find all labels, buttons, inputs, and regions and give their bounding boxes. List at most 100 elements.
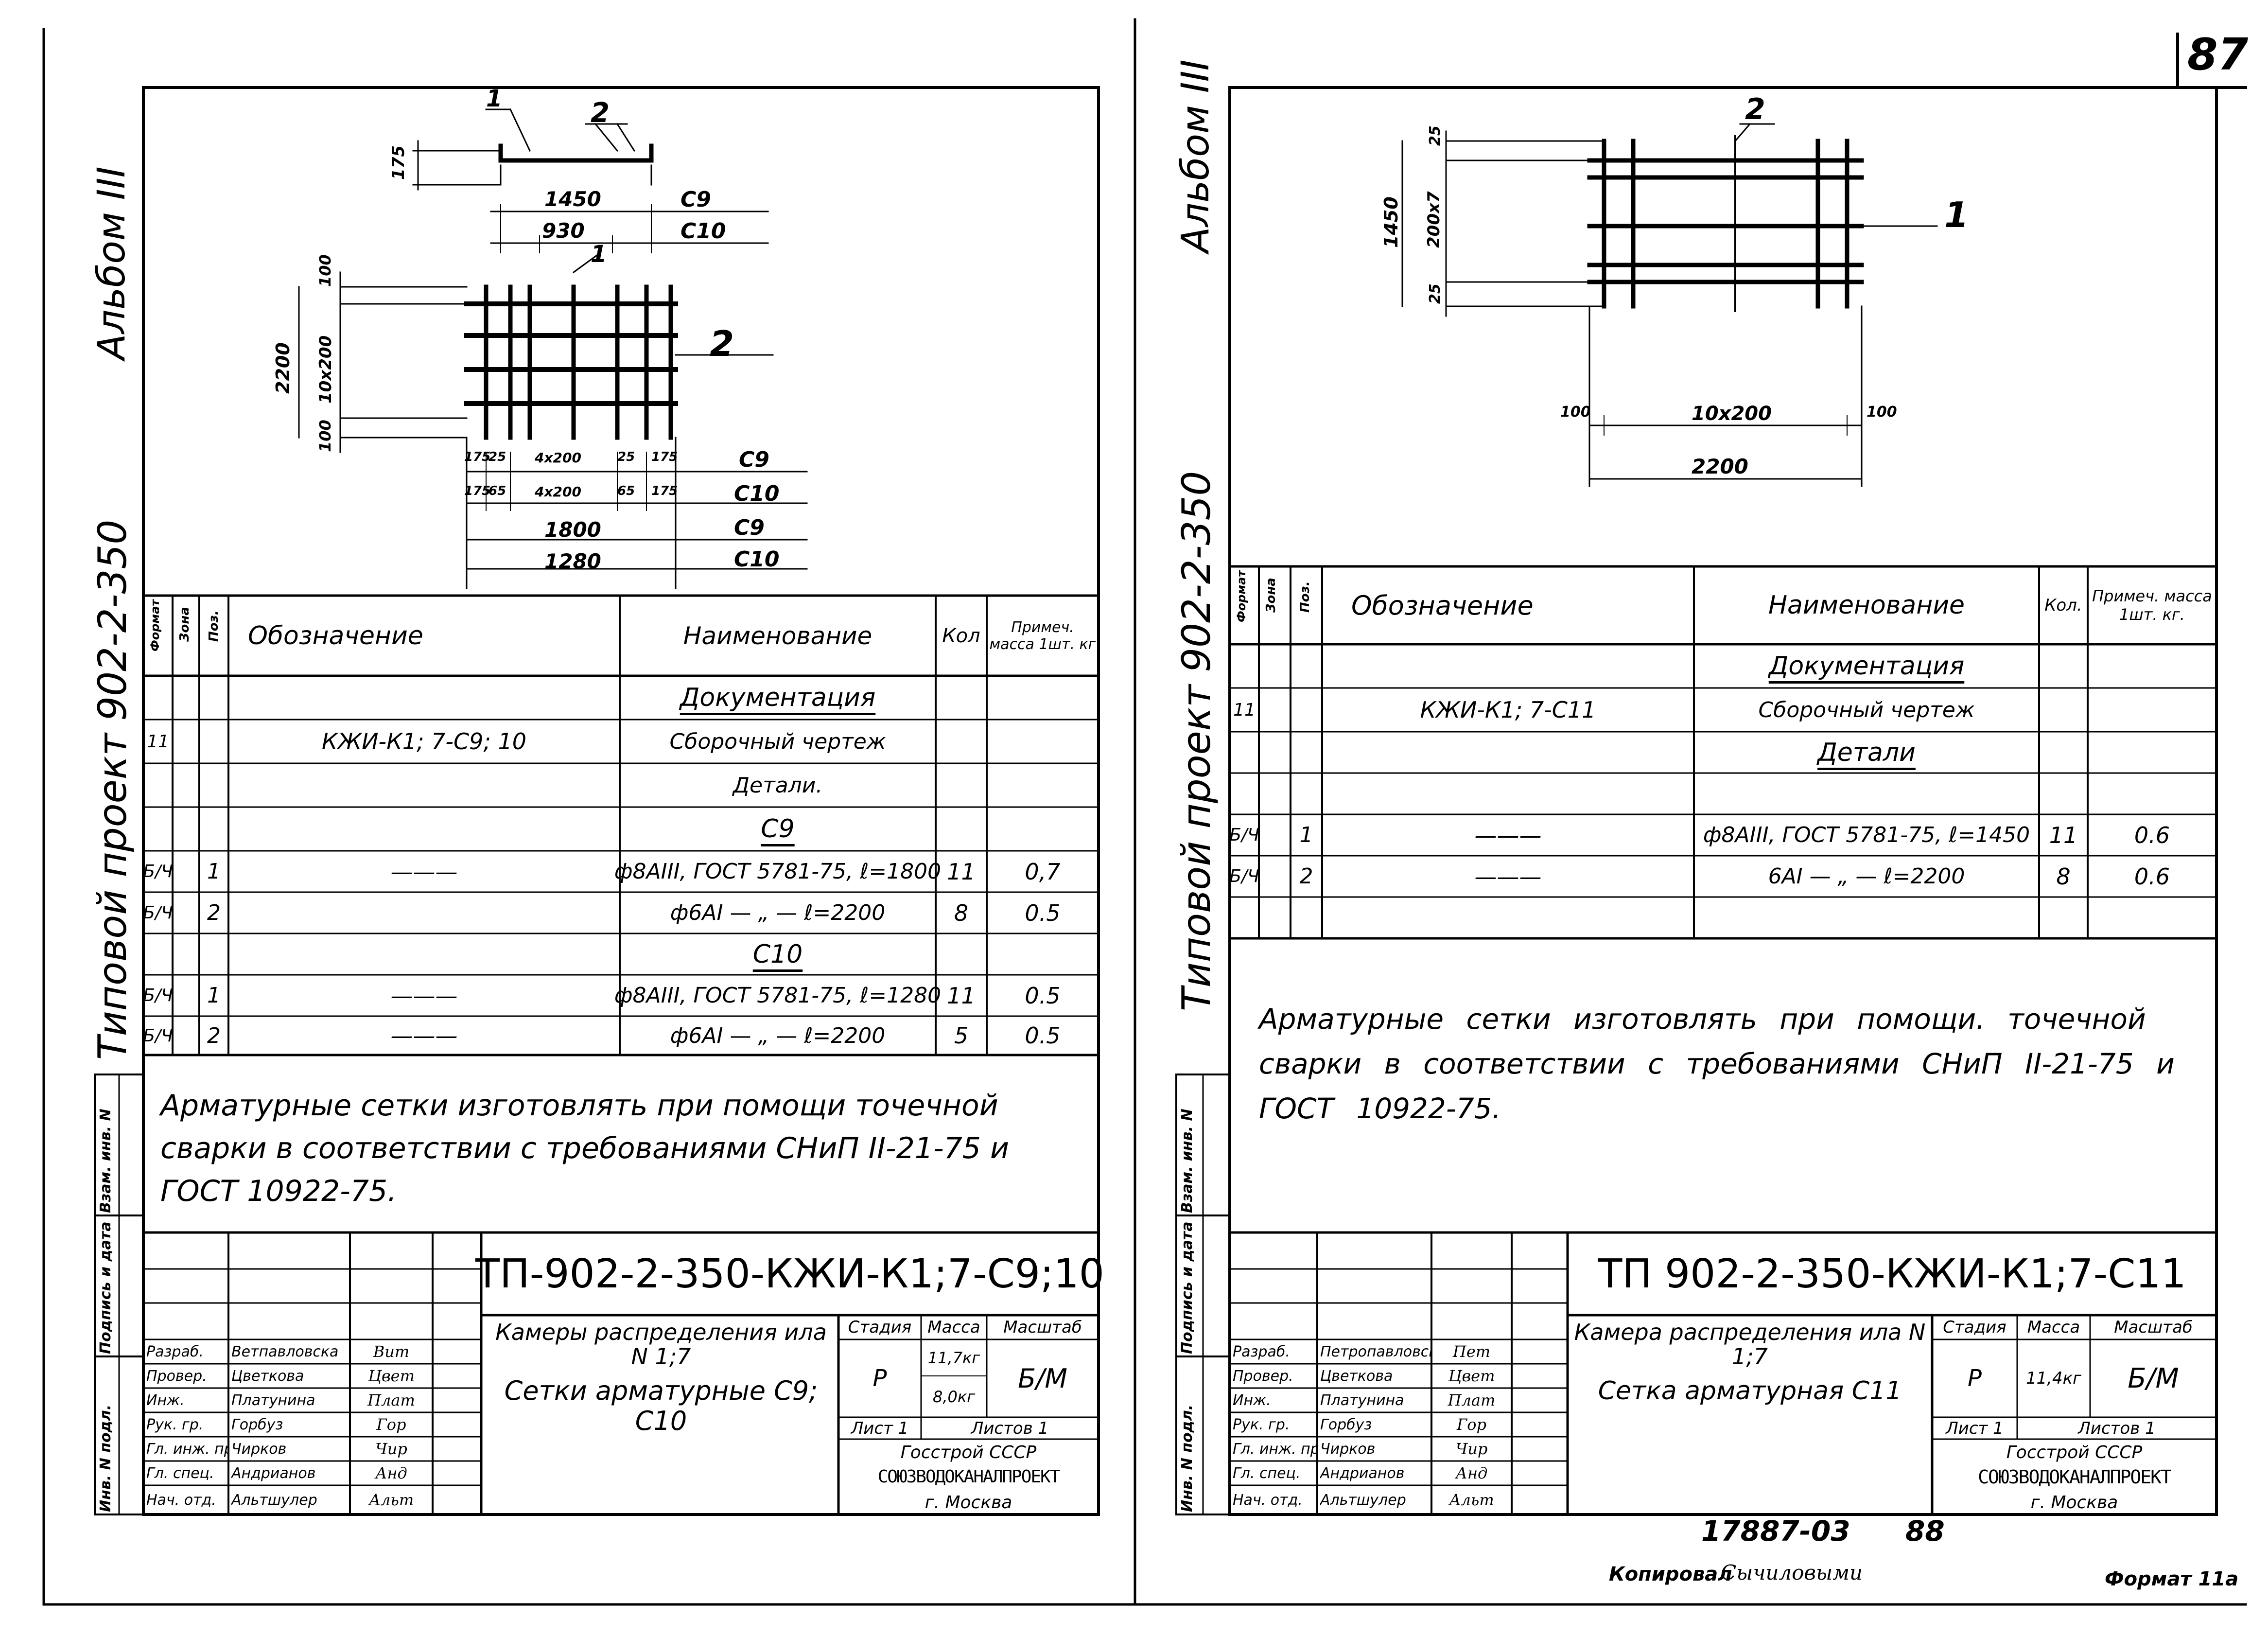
spec-cell-pos: 2 (207, 900, 221, 925)
spec-cell-pos: 2 (1299, 864, 1313, 889)
right-mass-value: 11,4кг (2025, 1369, 2082, 1388)
person-signature: Гор (1457, 1415, 1486, 1434)
spec-cell-pos: 1 (207, 859, 221, 884)
spec-cell-zone (1259, 688, 1291, 732)
right-org-2: СОЮЗВОДОКАНАЛПРОЕКТ (1978, 1466, 2172, 1488)
spec-cell-zone (173, 933, 199, 975)
right-stage-label: Стадия (1943, 1318, 2006, 1337)
person-signature: Цвет (368, 1367, 415, 1385)
grade-label: С10 (680, 219, 726, 244)
spec-cell-format (143, 807, 173, 851)
spec-cell-note (2088, 773, 2216, 814)
spec-cell-zone (1259, 856, 1291, 897)
dimension-label: 930 (542, 219, 585, 243)
spec-cell-note (987, 720, 1099, 763)
spec-cell-format (1230, 644, 1259, 688)
left-title-item: Сетки арматурные С9; С10 (504, 1375, 818, 1436)
spec-cell-pos: 1 (207, 983, 221, 1008)
person-role: Рук. гр. (1233, 1416, 1290, 1433)
spec-cell-qty (2039, 897, 2088, 938)
right-scale-value: Б/М (2128, 1362, 2179, 1394)
dimension-label: 65 (617, 484, 635, 498)
format-label: Формат 11а (2105, 1568, 2239, 1590)
drawing-position-label: 1 (486, 85, 503, 112)
spec-cell-pos (1291, 897, 1322, 938)
person-signature: Плат (367, 1391, 415, 1409)
left-scale-label: Масштаб (1003, 1318, 1082, 1337)
right-note: Арматурные сетки изготовлять при помощи.… (1259, 1003, 2175, 1125)
left-scale-value: Б/М (1018, 1363, 1067, 1394)
footer-doc-number-2: 88 (1905, 1514, 1945, 1548)
spec-cell-zone (173, 720, 199, 763)
dimension-label: 2200 (1692, 455, 1748, 478)
spec-cell-note (987, 807, 1099, 851)
person-role: Инж. (1233, 1391, 1271, 1409)
spec-cell-zone (173, 1016, 199, 1055)
dimension-label: 175 (651, 484, 678, 498)
person-role: Разраб. (146, 1343, 204, 1360)
left-stage-label: Стадия (848, 1318, 912, 1337)
drawing-position-label: 2 (710, 323, 734, 364)
person-name: Платунина (231, 1391, 315, 1409)
spec-header-zone: Зона (1264, 578, 1278, 613)
spec-cell-designation (1322, 773, 1694, 814)
spec-cell-pos (1291, 732, 1322, 773)
left-mass-label: Масса (927, 1318, 980, 1337)
spec-cell-qty: 11 (947, 982, 976, 1009)
spec-cell-qty (936, 933, 987, 975)
person-role: Провер. (146, 1367, 207, 1385)
left-margin-album: Альбом III (90, 166, 134, 360)
spec-cell-qty (2039, 644, 2088, 688)
dimension-label: 25 (617, 450, 635, 464)
dimension-label: 2200 (272, 342, 294, 394)
left-org-1: Госстрой СССР (900, 1442, 1037, 1462)
person-signature: Анд (375, 1464, 407, 1482)
person-role: Инж. (146, 1391, 185, 1409)
dimension-label: 65 (488, 484, 506, 498)
spec-cell-designation: ——— (1474, 863, 1542, 890)
spec-cell-name: С10 (752, 939, 803, 969)
spec-cell-note: 0,7 (1025, 858, 1061, 885)
dimension-label: 175 (464, 484, 491, 498)
dimension-label: 1450 (1380, 196, 1402, 248)
dimension-label: 100 (316, 420, 334, 452)
spec-cell-name: ф6АI — „ — ℓ=2200 (670, 900, 886, 925)
spec-header-pos: Поз. (207, 610, 221, 642)
spec-cell-name: С9 (761, 814, 795, 844)
right-sheets-label: Листов 1 (2078, 1418, 2156, 1438)
dimension-label: 200х7 (1424, 191, 1444, 248)
spec-cell-note (2088, 644, 2216, 688)
spec-cell-zone (173, 851, 199, 892)
spec-cell-designation (1322, 897, 1694, 938)
grade-label: С10 (734, 481, 780, 506)
spec-cell-format: Б/Ч (1229, 825, 1259, 845)
dimension-label: 10х200 (316, 335, 335, 404)
spec-cell-note: 0.5 (1025, 1022, 1061, 1049)
spec-cell-note: 0.5 (1025, 982, 1061, 1009)
spec-cell-format (1230, 773, 1259, 814)
spec-cell-qty: 8 (2056, 863, 2071, 890)
spec-cell-name: Сборочный чертеж (1758, 697, 1975, 722)
person-signature: Плат (1448, 1391, 1496, 1409)
spec-cell-format (1230, 897, 1259, 938)
grade-label: С9 (680, 187, 711, 212)
spec-header-zone: Зона (177, 607, 192, 642)
spec-cell-zone (173, 763, 199, 807)
spec-cell-designation: ——— (390, 1022, 458, 1049)
left-note: Арматурные сетки изготовлять при помощи … (160, 1089, 1010, 1208)
person-name: Петропавловская (1320, 1343, 1431, 1360)
person-signature: Цвет (1448, 1367, 1495, 1385)
spec-header-name: Наименование (1768, 591, 1965, 620)
right-org-3: г. Москва (2030, 1492, 2118, 1513)
dimension-label: 100 (1560, 404, 1591, 421)
spec-cell-designation (228, 763, 620, 807)
spec-cell-zone (1259, 644, 1291, 688)
person-role: Гл. инж. пр. (1233, 1440, 1317, 1458)
person-name: Платунина (1320, 1391, 1404, 1409)
left-stage-value: Р (872, 1365, 887, 1392)
person-signature: Анд (1455, 1464, 1488, 1482)
spec-cell-name: ф8АIII, ГОСТ 5781-75, ℓ=1450 (1703, 823, 2030, 847)
spec-cell-pos (199, 720, 228, 763)
spec-cell-qty (2039, 773, 2088, 814)
spec-header-qty: Кол (942, 624, 980, 647)
